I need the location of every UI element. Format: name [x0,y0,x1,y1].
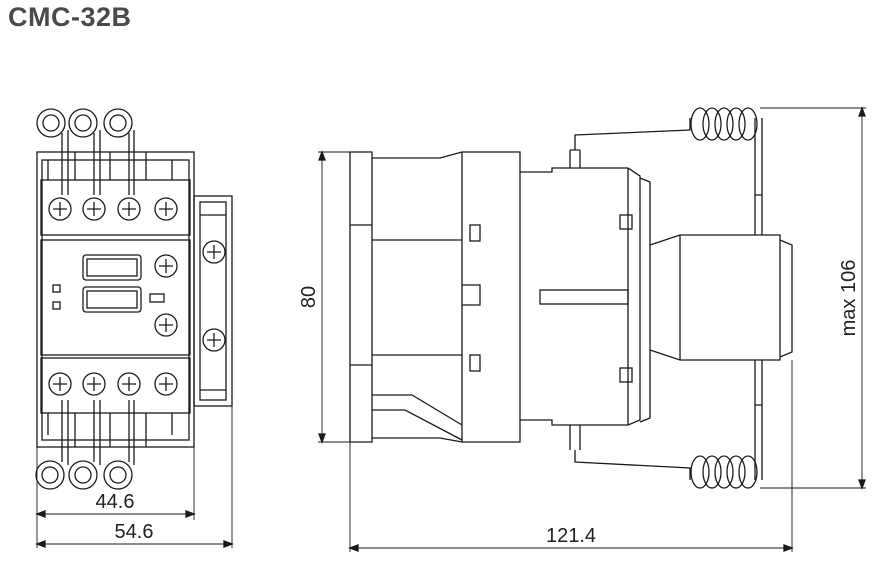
top-coil-loops [36,108,133,138]
coil-module [649,234,781,361]
dim-front-outer-width: 54.6 [115,521,154,543]
aux-block [193,195,233,407]
front-view [35,108,234,548]
product-title: CMC-32B [8,2,132,32]
side-view [318,106,866,552]
dim-side-max-height: max 106 [838,260,860,337]
dim-side-height: 80 [298,286,320,308]
front-plate [40,239,191,356]
upper-helical-coil [690,107,758,141]
dim-side-length: 121.4 [546,525,596,547]
dim-front-inner-width: 44.6 [96,491,135,513]
lower-helical-coil [690,455,758,489]
terminal-screws [48,197,178,396]
side-body-outline [349,151,641,443]
housing-outline [36,151,195,448]
bottom-coil-loops [35,460,133,490]
